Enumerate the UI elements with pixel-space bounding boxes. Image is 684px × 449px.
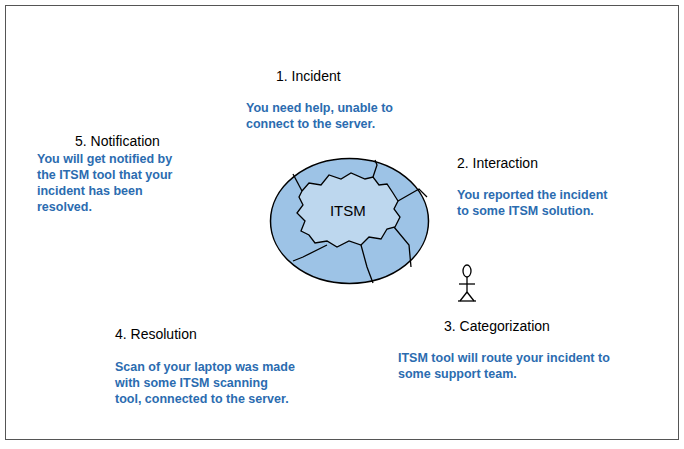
stick-figure xyxy=(458,265,476,301)
step-heading: 1. Incident xyxy=(276,68,341,84)
step-description: You need help, unable to connect to the … xyxy=(246,100,421,132)
itsm-circle: ITSM xyxy=(269,157,430,285)
frame-border xyxy=(6,6,679,440)
step-description: ITSM tool will route your incident to so… xyxy=(398,350,638,382)
step-heading: 4. Resolution xyxy=(115,326,197,342)
circle-outline xyxy=(269,157,430,285)
node-text: ITSM xyxy=(330,202,366,219)
step-heading: 2. Interaction xyxy=(457,155,538,171)
step-description: Scan of your laptop was made with some I… xyxy=(115,359,295,407)
step-description: You reported the incident to some ITSM s… xyxy=(457,187,622,219)
step-heading: 3. Categorization xyxy=(444,318,550,334)
step-heading: 5. Notification xyxy=(75,133,160,149)
step-description: You will get notified by the ITSM tool t… xyxy=(37,151,177,215)
